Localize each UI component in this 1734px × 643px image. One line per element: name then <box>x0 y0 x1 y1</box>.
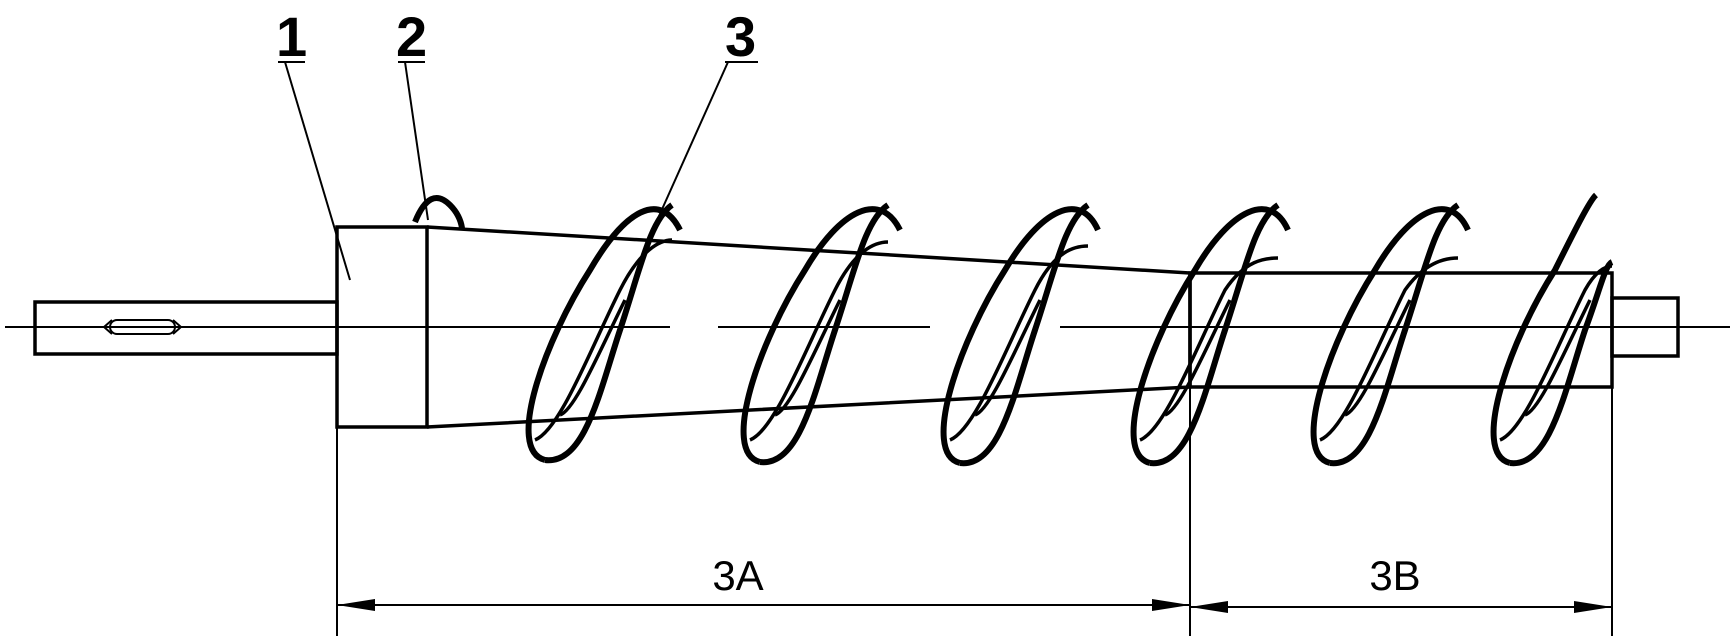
dim-3a-arrow-left <box>337 599 375 611</box>
flight-turn-3 <box>940 202 1101 467</box>
part-1-hub <box>335 225 429 429</box>
leader-1 <box>284 61 351 281</box>
flight-turn-6 <box>1490 192 1614 467</box>
leader-2 <box>404 61 429 221</box>
flight-turn-1 <box>525 202 683 464</box>
right-shaft <box>1610 296 1680 358</box>
flight-turn-5 <box>1310 202 1471 467</box>
dimension-3b: 3B <box>1190 552 1612 613</box>
flight-turn-4 <box>1130 202 1291 467</box>
dimension-extensions <box>336 387 1613 636</box>
keyway <box>102 319 183 335</box>
helical-flight <box>525 192 1614 467</box>
dim-3b-label: 3B <box>1369 552 1420 599</box>
dim-3b-arrow-left <box>1190 601 1228 613</box>
dim-3a-arrow-right <box>1152 599 1190 611</box>
dimension-3a: 3A <box>337 552 1190 611</box>
leader-lines <box>278 61 758 281</box>
dim-3b-arrow-right <box>1574 601 1612 613</box>
part-label-1: 1 <box>276 5 307 68</box>
part-label-3: 3 <box>725 5 756 68</box>
flight-turn-2 <box>740 202 903 466</box>
part-2-weld <box>412 195 465 229</box>
part-label-2: 2 <box>396 5 427 68</box>
dim-3a-label: 3A <box>712 552 763 599</box>
leader-3 <box>654 61 729 226</box>
